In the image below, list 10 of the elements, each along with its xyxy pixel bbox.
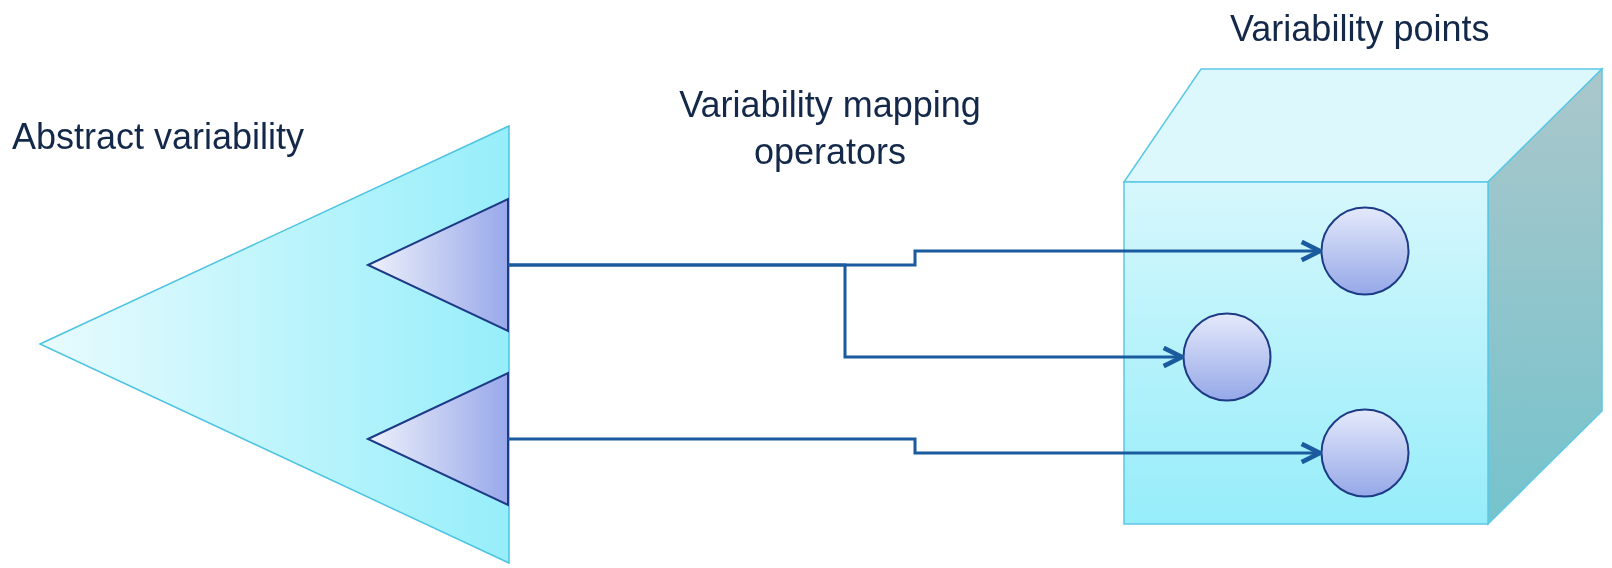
annotation-text: Variability mapping operators	[678, 83, 982, 174]
node-title: Abstract variability	[12, 116, 305, 158]
arrow	[508, 437, 1323, 465]
circle-shape	[1320, 408, 1410, 498]
circle-shape	[1320, 206, 1410, 296]
triangle-shape	[366, 372, 510, 506]
arrow	[508, 263, 1185, 369]
node-title: Variability points	[1230, 8, 1490, 50]
triangle-shape	[366, 198, 510, 332]
circle-shape	[1182, 312, 1272, 402]
